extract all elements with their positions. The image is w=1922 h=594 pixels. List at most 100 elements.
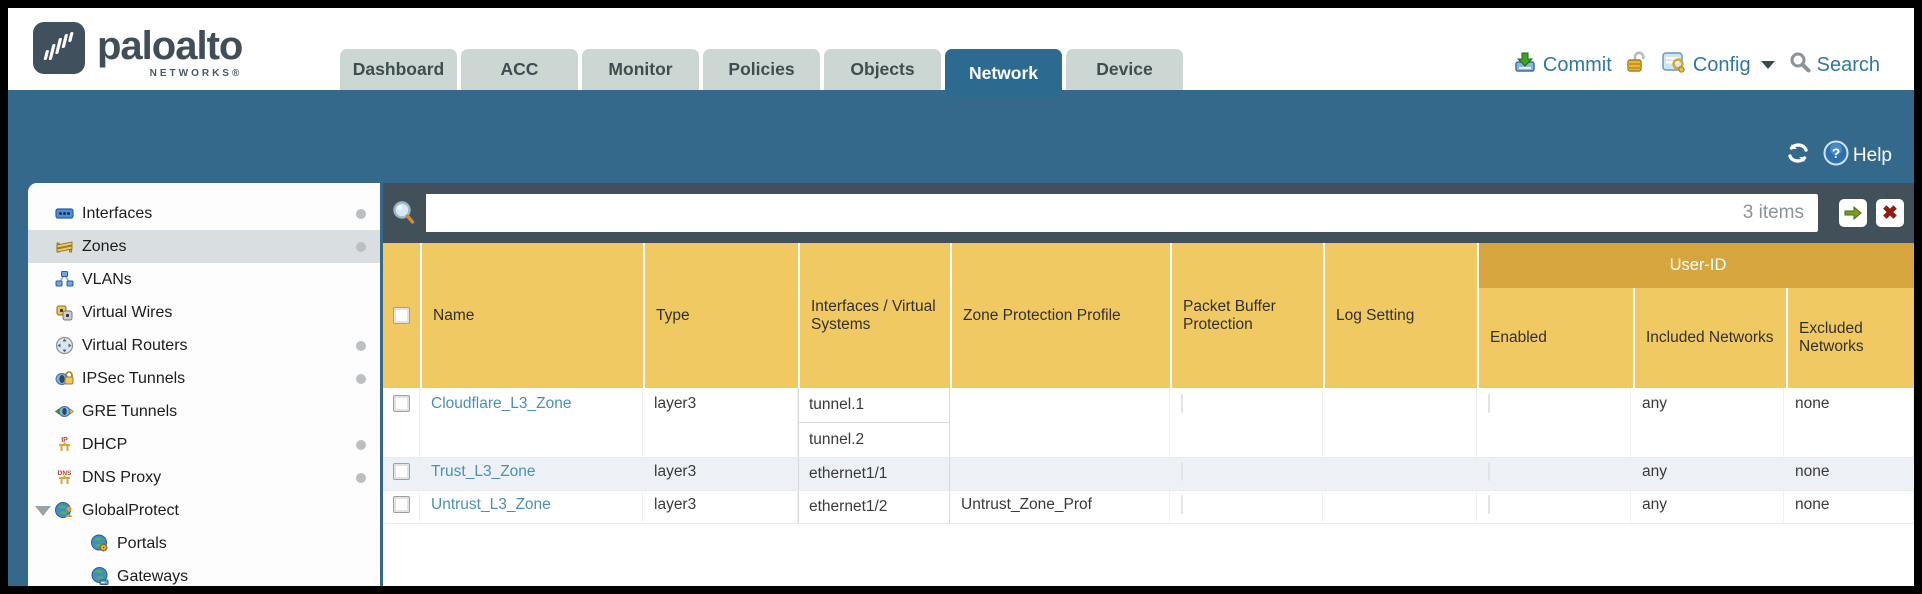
status-dot bbox=[356, 241, 366, 252]
status-dot bbox=[356, 439, 366, 450]
page-toolbar: ? Help bbox=[1785, 140, 1892, 172]
global-search-button[interactable]: Search bbox=[1789, 51, 1880, 79]
sidebar-item-label: Zones bbox=[82, 237, 127, 255]
select-all-checkbox[interactable] bbox=[393, 307, 410, 324]
main-nav-tabs: Dashboard ACC Monitor Policies Objects N… bbox=[340, 49, 1187, 97]
paloalto-logo: paloalto NETWORKS® bbox=[33, 22, 243, 79]
virtual-wires-icon bbox=[55, 303, 74, 322]
zones-content: 3 items ✖ Name Type Interfaces / Virtual… bbox=[383, 183, 1914, 586]
sidebar-item-virtual-wires[interactable]: Virtual Wires bbox=[28, 296, 380, 329]
packet-buffer-protection-checkbox[interactable] bbox=[1181, 495, 1183, 514]
sidebar-item-dns-proxy[interactable]: DNS DNS Proxy bbox=[28, 461, 380, 494]
included-networks: any bbox=[1631, 458, 1784, 490]
status-dot bbox=[356, 340, 366, 351]
config-menu[interactable]: Config bbox=[1661, 50, 1775, 80]
search-label: Search bbox=[1816, 53, 1880, 76]
gre-tunnels-icon bbox=[54, 402, 75, 421]
column-header-packet-buffer-protection[interactable]: Packet Buffer Protection bbox=[1170, 243, 1323, 388]
tab-monitor[interactable]: Monitor bbox=[582, 49, 699, 90]
column-header-included-networks[interactable]: Included Networks bbox=[1633, 288, 1786, 388]
commit-icon bbox=[1513, 51, 1537, 79]
sidebar-item-portals[interactable]: Portals bbox=[28, 527, 380, 560]
interface-entry: ethernet1/1 bbox=[809, 465, 888, 482]
sidebar-item-label: GRE Tunnels bbox=[82, 402, 178, 420]
config-label: Config bbox=[1692, 53, 1751, 76]
expander-arrow-icon[interactable] bbox=[35, 505, 51, 516]
user-id-enabled-checkbox[interactable] bbox=[1488, 394, 1490, 413]
sidebar-item-gre-tunnels[interactable]: GRE Tunnels bbox=[28, 395, 380, 428]
items-count: 3 items bbox=[1742, 202, 1804, 223]
zones-icon bbox=[55, 237, 74, 256]
column-header-zone-protection-profile[interactable]: Zone Protection Profile bbox=[950, 243, 1170, 388]
table-row: Untrust_L3_Zone layer3 ethernet1/2 Untru… bbox=[383, 491, 1914, 524]
column-header-excluded-networks[interactable]: Excluded Networks bbox=[1786, 288, 1914, 388]
sidebar-item-label: Portals bbox=[117, 534, 167, 552]
zone-name-link[interactable]: Trust_L3_Zone bbox=[431, 463, 536, 480]
clear-filter-button[interactable]: ✖ bbox=[1876, 199, 1904, 227]
table-row: Cloudflare_L3_Zone layer3 tunnel.1 tunne… bbox=[383, 388, 1914, 458]
paloalto-logo-icon bbox=[33, 22, 85, 74]
tab-network[interactable]: Network bbox=[945, 49, 1062, 97]
ipsec-tunnels-icon bbox=[55, 369, 74, 388]
sidebar-item-ipsec-tunnels[interactable]: IPSec Tunnels bbox=[28, 362, 380, 395]
commit-label: Commit bbox=[1542, 53, 1612, 76]
commit-button[interactable]: Commit bbox=[1513, 51, 1612, 79]
lock-button[interactable] bbox=[1626, 51, 1647, 79]
zone-protection-profile bbox=[950, 458, 1170, 490]
sidebar-item-label: DHCP bbox=[82, 435, 128, 453]
excluded-networks: none bbox=[1784, 388, 1914, 457]
sidebar-item-gateways[interactable]: Gateways bbox=[28, 560, 380, 586]
row-select-checkbox[interactable] bbox=[392, 463, 410, 480]
svg-text:DNS: DNS bbox=[58, 470, 72, 477]
zone-protection-profile: Untrust_Zone_Prof bbox=[950, 491, 1170, 523]
sidebar-item-zones[interactable]: Zones bbox=[28, 230, 380, 263]
help-label: Help bbox=[1852, 145, 1892, 166]
user-id-group-header: User-ID bbox=[1479, 243, 1914, 288]
included-networks: any bbox=[1631, 491, 1784, 523]
zone-interfaces: ethernet1/2 bbox=[798, 491, 950, 523]
row-select-checkbox[interactable] bbox=[392, 395, 410, 412]
sidebar-item-label: Interfaces bbox=[82, 204, 153, 222]
zones-table-header: Name Type Interfaces / Virtual Systems Z… bbox=[383, 243, 1914, 388]
tab-policies[interactable]: Policies bbox=[703, 49, 820, 90]
column-header-interfaces[interactable]: Interfaces / Virtual Systems bbox=[798, 243, 950, 388]
packet-buffer-protection-checkbox[interactable] bbox=[1181, 462, 1183, 481]
packet-buffer-protection-checkbox[interactable] bbox=[1181, 394, 1183, 413]
apply-filter-button[interactable] bbox=[1839, 199, 1867, 227]
sidebar-item-virtual-routers[interactable]: Virtual Routers bbox=[28, 329, 380, 362]
sidebar-item-label: IPSec Tunnels bbox=[82, 369, 186, 387]
zone-type: layer3 bbox=[643, 388, 798, 457]
portals-icon bbox=[90, 534, 109, 553]
sidebar-item-globalprotect[interactable]: GlobalProtect bbox=[28, 494, 380, 527]
tab-device[interactable]: Device bbox=[1066, 49, 1183, 90]
sidebar-item-vlans[interactable]: VLANs bbox=[28, 263, 380, 296]
interface-entry: tunnel.1 bbox=[799, 388, 949, 423]
sidebar-item-interfaces[interactable]: Interfaces bbox=[28, 197, 380, 230]
sidebar-item-dhcp[interactable]: IP DHCP bbox=[28, 428, 380, 461]
filter-bar: 3 items ✖ bbox=[383, 183, 1914, 243]
user-id-enabled-checkbox[interactable] bbox=[1488, 462, 1490, 481]
column-header-enabled[interactable]: Enabled bbox=[1479, 288, 1633, 388]
status-dot bbox=[356, 472, 366, 483]
sidebar-item-label: GlobalProtect bbox=[82, 501, 179, 519]
filter-input[interactable] bbox=[426, 194, 1743, 232]
clear-x-icon: ✖ bbox=[1882, 202, 1898, 224]
zone-name-link[interactable]: Cloudflare_L3_Zone bbox=[431, 395, 572, 412]
column-header-log-setting[interactable]: Log Setting bbox=[1323, 243, 1477, 388]
column-header-type[interactable]: Type bbox=[643, 243, 798, 388]
column-header-name[interactable]: Name bbox=[420, 243, 643, 388]
search-icon bbox=[1789, 51, 1811, 79]
row-select-checkbox[interactable] bbox=[392, 496, 410, 513]
user-id-enabled-checkbox[interactable] bbox=[1488, 495, 1490, 514]
help-button[interactable]: ? Help bbox=[1823, 140, 1892, 172]
tab-objects[interactable]: Objects bbox=[824, 49, 941, 90]
svg-text:?: ? bbox=[1832, 145, 1841, 161]
tab-dashboard[interactable]: Dashboard bbox=[340, 49, 457, 90]
excluded-networks: none bbox=[1784, 491, 1914, 523]
log-setting-cell bbox=[1323, 458, 1477, 490]
refresh-button[interactable] bbox=[1785, 141, 1811, 171]
tab-acc[interactable]: ACC bbox=[461, 49, 578, 90]
brand-name: paloalto bbox=[97, 24, 243, 68]
zone-name-link[interactable]: Untrust_L3_Zone bbox=[431, 496, 551, 513]
